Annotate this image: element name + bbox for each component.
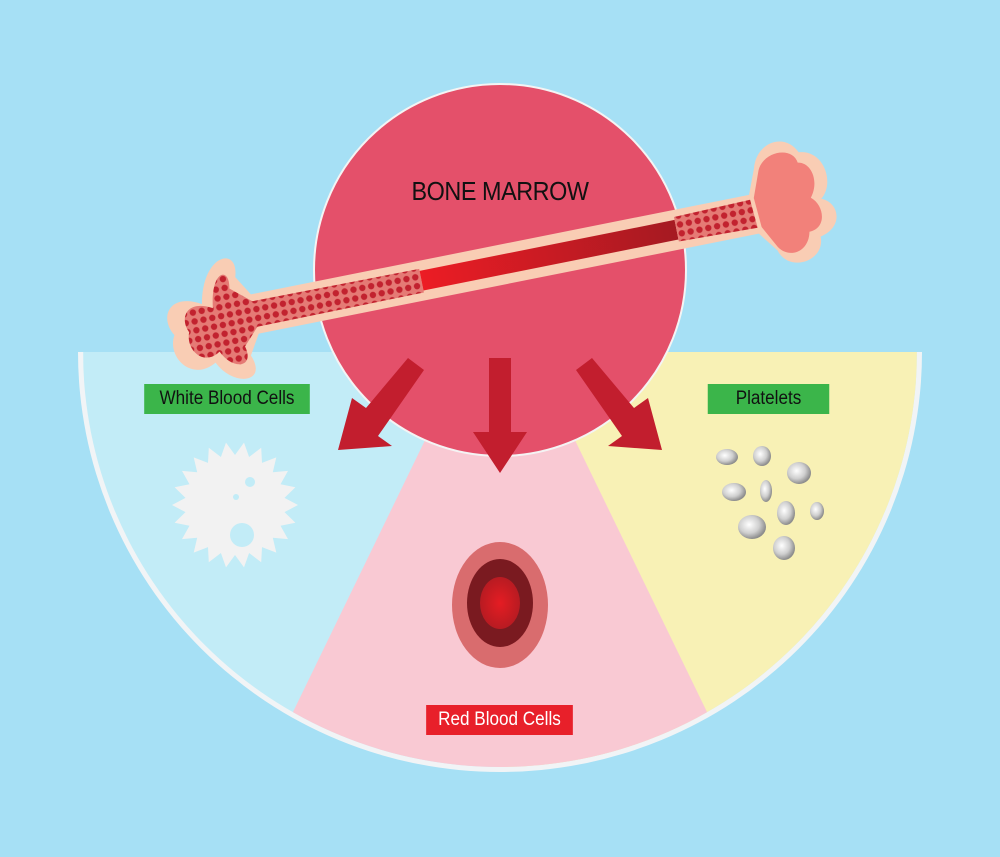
bone-marrow-title: BONE MARROW [411,176,589,206]
arrow-to-white-blood-cells [338,358,424,450]
arrow-to-platelets [576,358,662,450]
white-blood-cells-label: White Blood Cells [144,384,310,414]
red-blood-cells-sector [264,352,736,767]
platelets-label: Platelets [707,384,830,414]
red-blood-cells-label: Red Blood Cells [426,705,573,735]
arrows [338,358,662,473]
platelets-icon [716,446,824,560]
white-blood-cell-icon [172,442,298,568]
bone-icon [167,141,837,379]
arrow-to-red-blood-cells [473,358,527,473]
red-blood-cell-icon [452,542,548,668]
